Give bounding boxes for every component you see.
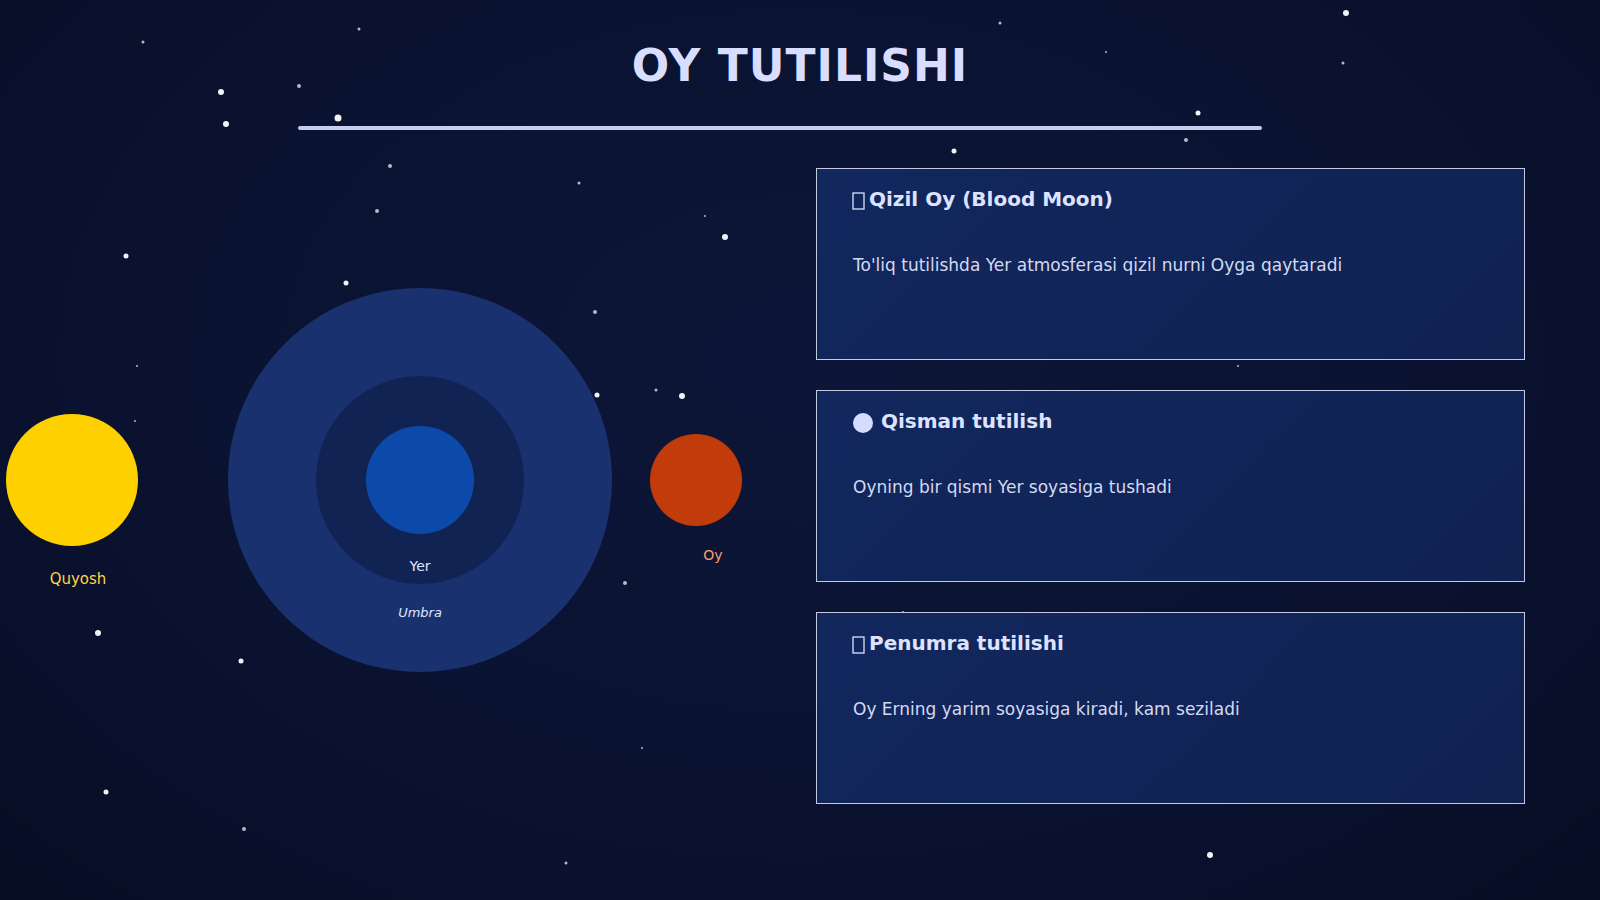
card-icon [851,189,867,213]
card-body-text: Oy Erning yarim soyasiga kiradi, kam sez… [853,699,1504,719]
star [595,393,600,398]
star [578,182,581,185]
star [95,630,101,636]
body-label: Quyosh [50,570,107,588]
slide-title: OY TUTILISHI [0,40,1600,91]
card-icon [851,633,867,657]
circle [366,426,474,534]
sun-body: Quyosh [6,414,138,598]
star [704,215,706,217]
star [335,115,342,122]
star [104,790,109,795]
card-heading: Qizil Oy (Blood Moon) [869,187,1113,211]
star [952,149,957,154]
star [142,41,145,44]
star [297,84,301,88]
card-icon [853,411,875,435]
star [242,827,246,831]
star [1237,365,1239,367]
info-card: Penumra tutilishi Oy Erning yarim soyasig… [816,612,1525,804]
star [134,420,136,422]
body-label: Umbra [398,605,442,620]
icon-box [853,637,864,653]
card-body-text: Oyning bir qismi Yer soyasiga tushadi [853,477,1504,497]
star [1343,10,1349,16]
star [1342,62,1345,65]
star [655,389,658,392]
star [375,209,379,213]
star [1105,51,1107,53]
title-underline [300,126,1260,130]
moon-body: Oy [650,434,742,574]
star [1184,138,1188,142]
star [218,89,224,95]
info-card: Qizil Oy (Blood Moon) To'liq tutilishda Y… [816,168,1525,360]
circle [6,414,138,546]
moon-body-shape [650,434,742,574]
circle [650,434,742,526]
circle [228,288,612,672]
star [344,281,349,286]
star [358,28,361,31]
star [641,747,643,749]
star [239,659,244,664]
circle [316,376,524,584]
star [1207,852,1213,858]
card-heading: Penumra tutilishi [869,631,1064,655]
body-label: Yer [409,558,430,574]
earth-shadow: YerUmbra [228,288,612,672]
star [136,365,138,367]
card-body-text: To'liq tutilishda Yer atmosferasi qizil … [853,255,1504,275]
star [124,254,129,259]
info-card: Qisman tutilishOyning bir qismi Yer soya… [816,390,1525,582]
star [999,22,1002,25]
star [388,164,392,168]
star [623,581,627,585]
star [593,310,597,314]
star [565,862,568,865]
star [1196,111,1201,116]
icon-dot [853,413,873,433]
star [223,121,229,127]
star [722,234,728,240]
card-heading: Qisman tutilish [881,409,1052,433]
star [679,393,685,399]
body-label: Oy [703,547,722,563]
icon-box [853,193,864,209]
